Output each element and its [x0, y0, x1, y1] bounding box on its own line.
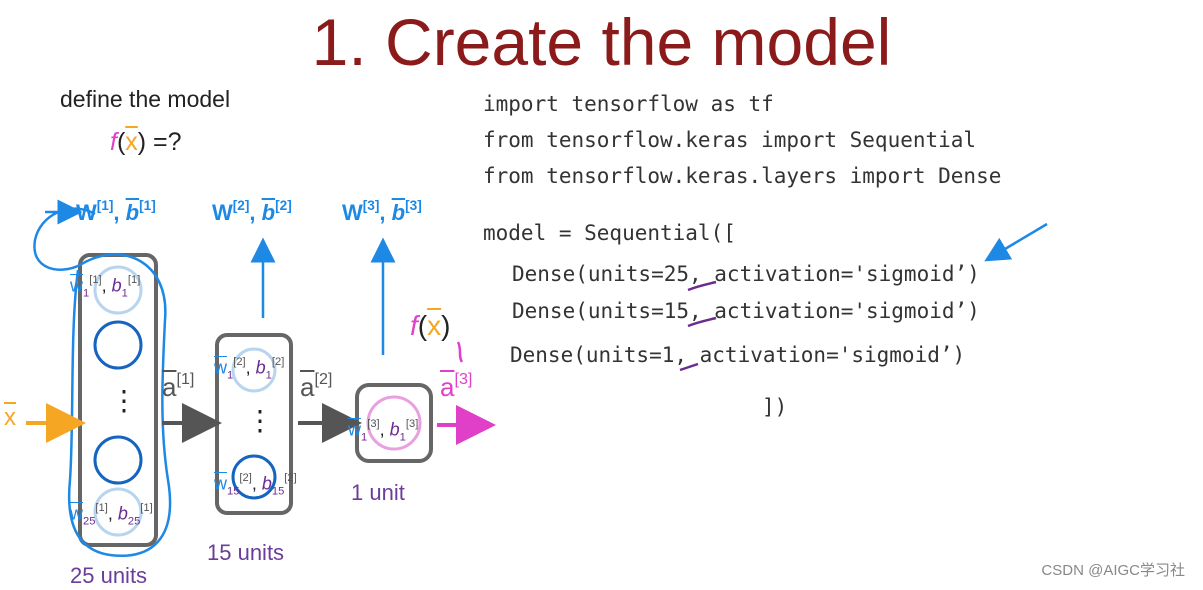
layer2-units-label: 15 units	[207, 540, 285, 565]
layer2-params: W[2], b[2]	[212, 198, 292, 226]
layer2-neuron-2	[231, 454, 277, 500]
open-paren: (	[116, 128, 126, 156]
f-symbol: f	[110, 128, 117, 156]
layer1-neuron-1	[93, 265, 143, 315]
a2-label: a[2]	[300, 370, 333, 403]
a3-label: a[3]	[440, 370, 473, 403]
code-line-2: from tensorflow.keras import Sequential	[483, 128, 977, 152]
layer1-params: W[1], b[1]	[76, 198, 156, 226]
layer3-neuron	[366, 395, 422, 451]
layer2-neuron-1	[231, 347, 277, 393]
equals-question: ) =?	[137, 128, 182, 156]
underline-25	[687, 280, 717, 292]
layer1-units-label: 25 units	[70, 563, 148, 588]
code-line-6: Dense(units=15, activation='sigmoid’)	[512, 299, 980, 323]
layer2-top-neuron-params: w1[2], b1[2]	[214, 356, 285, 382]
a1-label: a[1]	[162, 370, 195, 403]
layer1-lasso	[33, 207, 172, 557]
code-line-7: Dense(units=1, activation='sigmoid’)	[510, 343, 966, 367]
underline-15	[687, 316, 717, 328]
layer3-params: W[3], b[3]	[342, 198, 422, 226]
fx-squiggle	[456, 341, 464, 363]
code-line-8: ])	[762, 395, 788, 419]
watermark: CSDN @AIGC学习社	[1041, 562, 1185, 579]
function-question: f(x) =?	[110, 128, 182, 157]
code-line-3: from tensorflow.keras.layers import Dens…	[483, 164, 1002, 188]
layer1-ellipsis: ⋮	[110, 385, 138, 416]
layer1-neuron-3	[93, 435, 143, 485]
layer1-neuron-2	[93, 320, 143, 370]
code-pointer-arrow	[984, 222, 1048, 262]
define-model-caption: define the model	[60, 86, 231, 112]
underline-1	[679, 362, 699, 372]
code-line-1: import tensorflow as tf	[483, 92, 774, 116]
layer1-top-neuron-params: w1[1], b1[1]	[70, 274, 141, 300]
layer2-ellipsis: ⋮	[246, 405, 274, 436]
output-fx-label: f(x)	[410, 310, 451, 341]
x-vector: x	[125, 128, 138, 156]
layer1-neuron-4	[93, 487, 143, 537]
layer1-bottom-neuron-params: w25[1], b25[1]	[70, 502, 153, 528]
layer3-units-label: 1 unit	[351, 480, 405, 505]
code-line-5: Dense(units=25, activation='sigmoid’)	[512, 262, 980, 286]
layer3-neuron-params: w1[3], b1[3]	[348, 418, 419, 444]
input-x-label: x	[4, 404, 16, 431]
slide-title: 1. Create the model	[311, 5, 892, 79]
code-line-4: model = Sequential([	[483, 221, 736, 245]
layer2-bottom-neuron-params: w15[2], b15[2]	[214, 472, 297, 498]
